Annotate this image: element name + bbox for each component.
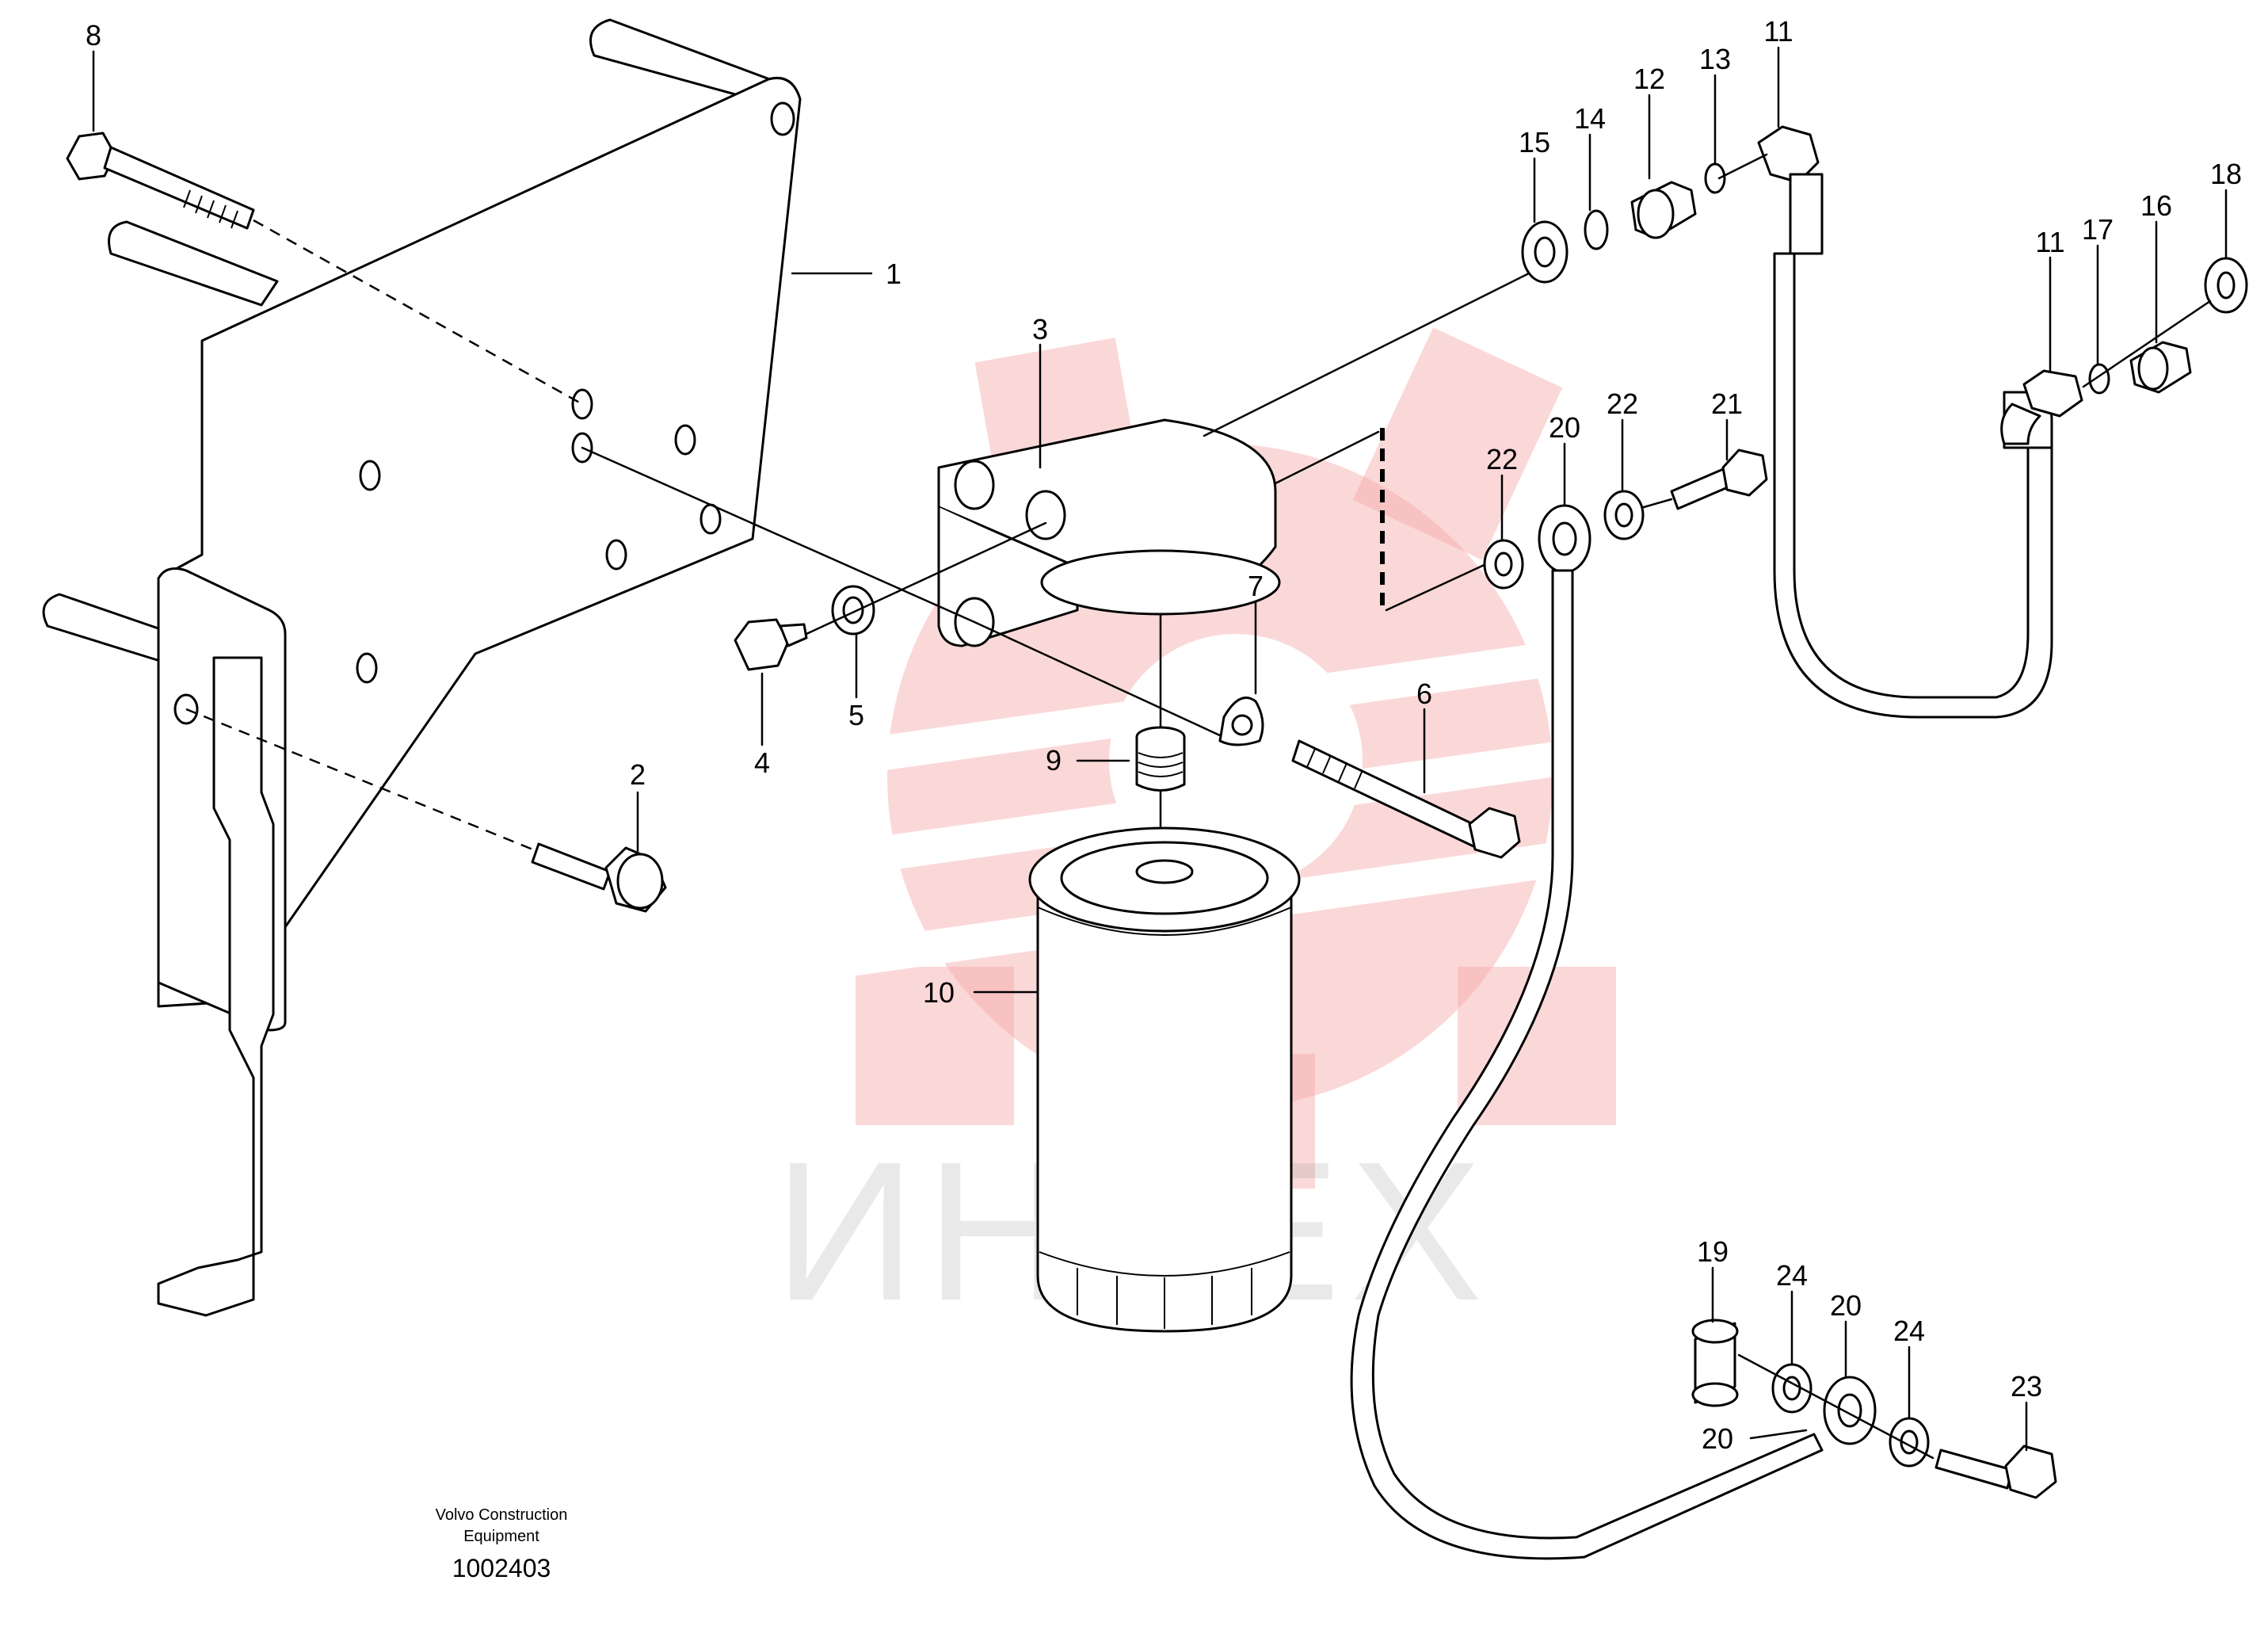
banjo-20a <box>1538 504 1591 574</box>
callout-17: 17 <box>2082 213 2114 246</box>
o-ring-17 <box>2088 363 2110 395</box>
oil-filter-10 <box>1028 826 1301 1333</box>
company-name-line2: Equipment <box>463 1528 539 1545</box>
callout-15: 15 <box>1519 126 1550 158</box>
bolt-8 <box>66 132 255 230</box>
callout-3: 3 <box>1032 313 1048 345</box>
callout-1: 1 <box>886 258 901 290</box>
top-fitting-leader <box>1717 153 1768 180</box>
callout-22-right: 22 <box>1607 387 1638 420</box>
adapter-12 <box>1630 181 1697 239</box>
callout-2: 2 <box>630 758 646 791</box>
washer-22b <box>1603 490 1645 540</box>
callout-5: 5 <box>848 699 864 731</box>
washer-22a <box>1483 539 1524 590</box>
callout-13: 13 <box>1699 43 1731 75</box>
callout-10: 10 <box>923 976 955 1009</box>
callout-21: 21 <box>1711 387 1743 420</box>
callout-4: 4 <box>754 746 770 779</box>
washer-24b <box>1889 1417 1930 1468</box>
spacer-19 <box>1691 1319 1739 1407</box>
callout-22-left: 22 <box>1486 443 1518 475</box>
footer-caption: Volvo Construction Equipment 1002403 <box>436 1506 568 1582</box>
washer-7 <box>1218 697 1264 746</box>
o-ring-14 <box>1584 209 1609 250</box>
callouts: 8 1 2 3 4 5 6 7 9 10 11 11 12 13 14 15 1… <box>86 15 2242 1455</box>
hose-20 <box>1350 569 1824 1560</box>
callout-8: 8 <box>86 19 101 52</box>
adapter-16 <box>2129 341 2192 394</box>
callout-19: 19 <box>1697 1235 1729 1268</box>
bolt-2 <box>531 842 667 913</box>
banjo-bolt-23 <box>1934 1445 2057 1499</box>
callout-20-bottom: 20 <box>1830 1289 1862 1322</box>
callout-7: 7 <box>1248 570 1264 602</box>
callout-6: 6 <box>1416 678 1432 710</box>
banjo-20b <box>1823 1376 1877 1445</box>
watermark-gear-hole <box>1109 634 1363 887</box>
nipple-9 <box>1135 613 1186 889</box>
plate-to-head-leader <box>581 446 976 624</box>
mid-fitting-leader <box>1642 498 1673 509</box>
hose-end-11b <box>2000 369 2083 445</box>
filter-head <box>937 418 1281 647</box>
head-port-leader <box>1203 260 1554 612</box>
callout-11-top: 11 <box>1763 15 1793 48</box>
callout-20-mid: 20 <box>1549 411 1580 444</box>
callout-24-left: 24 <box>1776 1259 1808 1292</box>
bolt-6 <box>1291 739 1521 859</box>
callout-11-right: 11 <box>2035 226 2064 258</box>
company-name-line1: Volvo Construction <box>436 1506 568 1524</box>
callout-12: 12 <box>1633 63 1665 95</box>
washer-24a <box>1771 1363 1812 1414</box>
bolt-2-leader <box>185 708 539 853</box>
callout-16: 16 <box>2140 189 2172 222</box>
bracket-plate <box>42 18 802 1317</box>
banjo-bolt-21 <box>1670 448 1768 510</box>
washer-15 <box>1521 220 1569 284</box>
bolt-4 <box>734 618 808 671</box>
bolt-8-leader <box>253 219 583 406</box>
callout-14: 14 <box>1574 102 1606 135</box>
callout-leaders <box>92 46 2228 1452</box>
bottom-fitting-leader <box>1737 1353 1934 1460</box>
callout-9: 9 <box>1046 744 1062 777</box>
washer-18 <box>2204 257 2248 314</box>
callout-24-right: 24 <box>1893 1315 1925 1347</box>
callout-20-hose: 20 <box>1702 1422 1733 1455</box>
bolt-4-leader <box>805 521 1047 636</box>
washer-5 <box>831 585 875 636</box>
o-ring-13 <box>1704 162 1726 194</box>
head-to-washer-leader <box>973 620 1233 742</box>
reference-number: 1002403 <box>452 1554 551 1582</box>
right-fitting-leader <box>2082 300 2212 388</box>
callout-23: 23 <box>2011 1370 2042 1403</box>
callout-18: 18 <box>2210 158 2242 190</box>
